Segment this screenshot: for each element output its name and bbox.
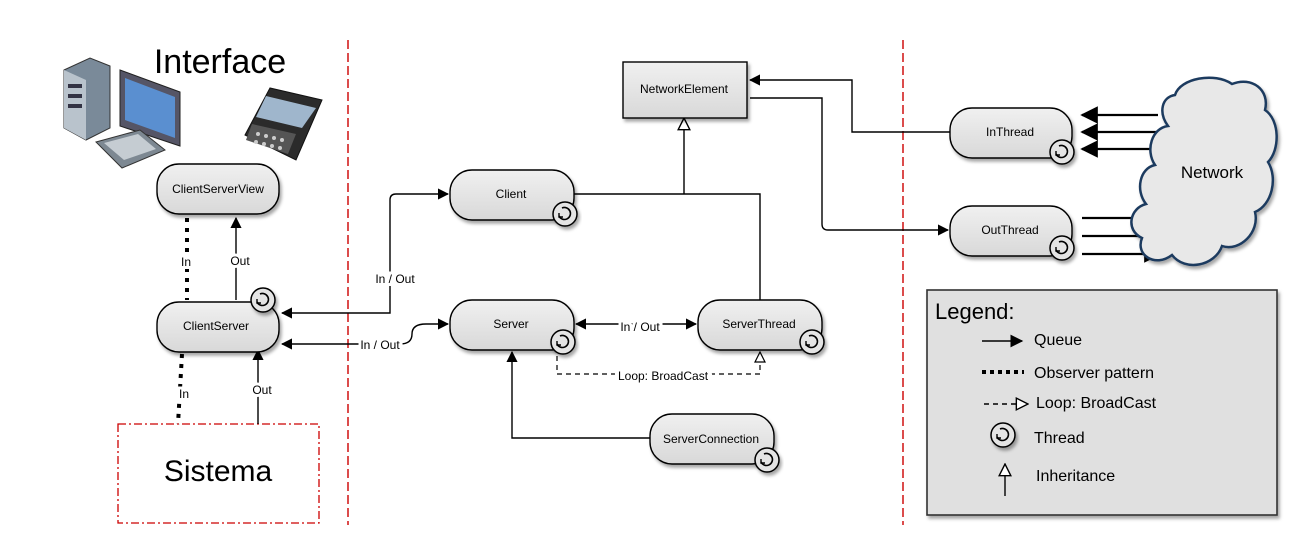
node-client[interactable]: Client	[449, 169, 577, 226]
sistema-label: Sistema	[164, 455, 273, 488]
node-label: ClientServer	[183, 319, 249, 333]
edge-serverconnection-server	[506, 350, 650, 439]
thread-icon	[551, 330, 575, 354]
node-in-thread[interactable]: InThread	[949, 107, 1074, 164]
thread-icon	[553, 202, 577, 226]
edge-clientserver-client	[280, 188, 450, 319]
legend-loop-label: Loop: BroadCast	[1036, 395, 1157, 412]
node-server-thread[interactable]: ServerThread	[697, 299, 824, 354]
observer-edge-sistema	[176, 353, 184, 425]
node-label: ClientServerView	[172, 182, 264, 196]
node-label: OutThread	[981, 223, 1038, 237]
edge-label-in-lower: In	[179, 387, 189, 401]
node-client-server[interactable]: ClientServer	[156, 288, 280, 353]
node-client-server-view[interactable]: ClientServerView	[156, 163, 280, 215]
node-label: Server	[493, 317, 528, 331]
network-label: Network	[1181, 163, 1244, 182]
thread-icon	[251, 288, 275, 312]
edge-label-out-upper: Out	[230, 254, 250, 268]
legend-queue-label: Queue	[1034, 332, 1082, 349]
legend-title: Legend:	[935, 299, 1015, 324]
node-out-thread[interactable]: OutThread	[949, 205, 1074, 260]
interface-title: Interface	[154, 43, 286, 81]
node-label: InThread	[986, 125, 1034, 139]
edge-label-inout-serverthread: In / Out	[620, 320, 660, 334]
node-label: ServerConnection	[663, 432, 759, 446]
node-label: ServerThread	[722, 317, 795, 331]
thread-icon	[991, 423, 1015, 447]
thread-icon	[755, 448, 779, 472]
node-network-element[interactable]: NetworkElement	[622, 61, 748, 119]
legend-observer-label: Observer pattern	[1034, 365, 1154, 382]
edge-label-loop-broadcast: Loop: BroadCast	[618, 369, 709, 383]
thread-icon	[1050, 236, 1074, 260]
thread-icon	[1050, 140, 1074, 164]
node-server[interactable]: Server	[449, 299, 575, 354]
smartphone-icon	[244, 87, 323, 161]
edge-label-inout-server: In / Out	[360, 338, 400, 352]
thread-icon	[800, 330, 824, 354]
edge-label-inout-client: In / Out	[375, 272, 415, 286]
node-label: NetworkElement	[640, 82, 729, 96]
edge-label-out-lower: Out	[252, 383, 272, 397]
legend: Legend: Queue Observer pattern Loop: Bro…	[926, 289, 1278, 516]
edge-label-in-upper: In	[181, 255, 191, 269]
legend-thread-label: Thread	[1034, 430, 1085, 447]
edge-inherit-serverthread	[684, 193, 761, 300]
edge-inthread-networkelement	[748, 74, 950, 133]
legend-inheritance-label: Inheritance	[1036, 468, 1115, 485]
edge-clientserver-server	[280, 318, 450, 350]
node-server-connection[interactable]: ServerConnection	[649, 413, 779, 472]
edge-networkelement-outthread	[750, 97, 950, 236]
desktop-computer-icon	[63, 57, 181, 169]
node-label: Client	[496, 187, 527, 201]
sistema-box	[117, 423, 320, 524]
network-cloud[interactable]: Network	[1130, 76, 1278, 267]
edge-loop-broadcast	[556, 352, 760, 375]
